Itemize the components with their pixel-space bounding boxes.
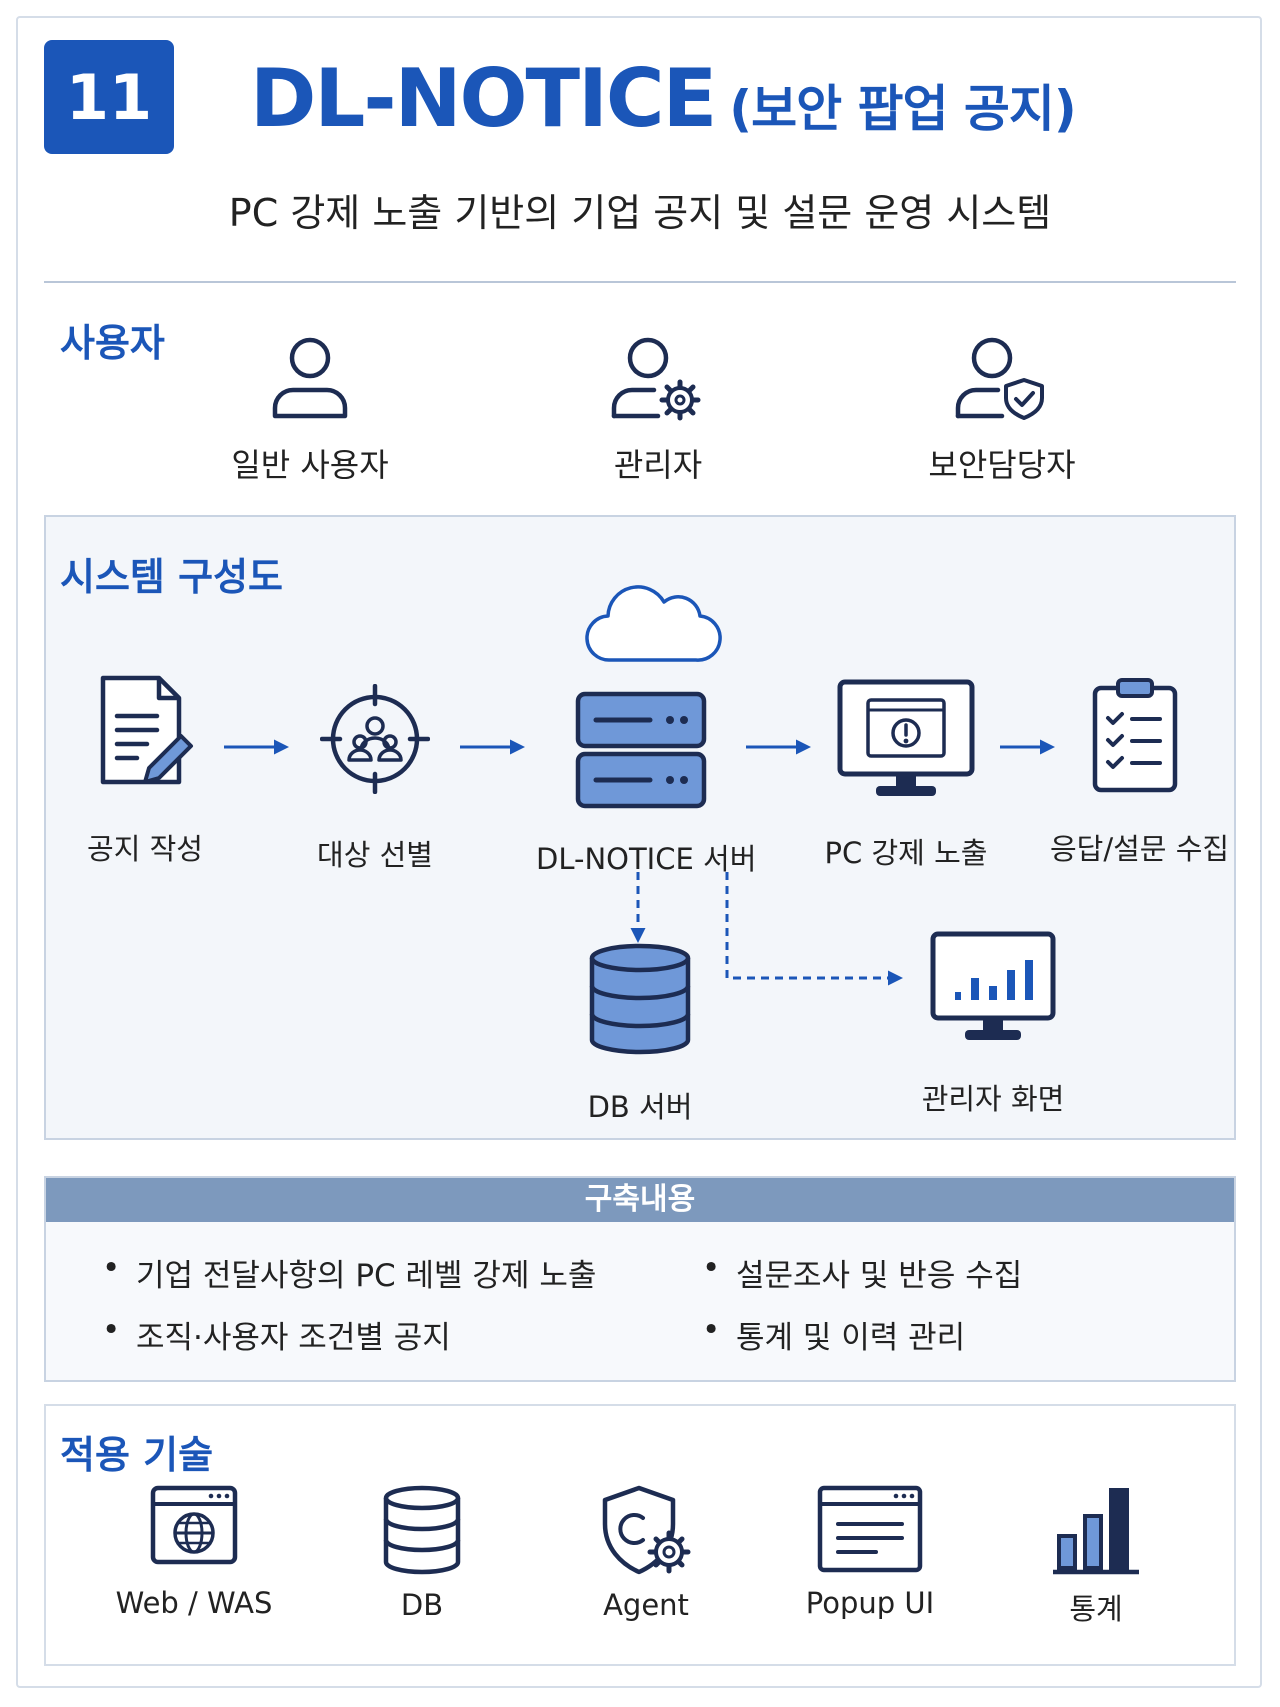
build-contents-title: 구축내용 (46, 1178, 1234, 1222)
tech-item-agent: Agent (536, 1484, 756, 1622)
db-server-label: DB 서버 (587, 1090, 693, 1124)
build-item-4: 통계 및 이력 관리 (702, 1312, 965, 1357)
flow-connectors (224, 739, 1055, 986)
flow-node-server-label: DL-NOTICE 서버 (536, 842, 757, 876)
page-subtitle: PC 강제 노출 기반의 기업 공지 및 설문 운영 시스템 (228, 191, 1052, 235)
tech-item-stats-label: 통계 (1069, 1592, 1123, 1626)
admin-screen-label: 관리자 화면 (921, 1082, 1065, 1116)
document-edit-icon (100, 675, 193, 785)
tech-item-db: DB (312, 1484, 532, 1622)
admin-screen-node: 관리자 화면 (908, 930, 1078, 1118)
shield-gear-icon (602, 1485, 691, 1575)
users-section-title: 사용자 (60, 321, 165, 365)
tech-item-stats: 통계 (986, 1484, 1206, 1628)
user-admin-label: 관리자 (613, 446, 703, 484)
db-server-node: DB 서버 (560, 942, 720, 1126)
flow-node-survey: 응답/설문 수집 (1050, 676, 1230, 868)
monitor-chart-icon (930, 931, 1056, 1040)
user-security-label: 보안담당자 (928, 446, 1076, 484)
user-admin: 관리자 (538, 332, 778, 486)
build-item-2: 설문조사 및 반응 수집 (702, 1250, 1022, 1295)
browser-globe-icon (150, 1485, 238, 1565)
system-section-title: 시스템 구성도 (60, 555, 283, 599)
header-divider (44, 281, 1236, 283)
monitor-alert-icon (837, 679, 975, 796)
user-general-label: 일반 사용자 (231, 446, 389, 484)
flow-node-survey-label: 응답/설문 수집 (1050, 832, 1230, 866)
cloud-icon (585, 585, 722, 662)
database-icon (383, 1485, 461, 1575)
tech-item-popup: Popup UI (760, 1484, 980, 1620)
user-shield-icon (955, 337, 1044, 420)
section-number-badge: 11 (44, 40, 174, 154)
flow-node-server: DL-NOTICE 서버 (536, 690, 757, 878)
flow-node-target-label: 대상 선별 (317, 838, 433, 872)
page-title: DL-NOTICE(보안 팝업 공지) (250, 52, 1077, 145)
flow-node-target: 대상 선별 (290, 683, 460, 874)
arrow-server-to-admin (725, 872, 903, 986)
build-item-3: 조직·사용자 조건별 공지 (102, 1312, 451, 1357)
flow-node-write: 공지 작성 (60, 674, 230, 868)
title-main: DL-NOTICE (250, 52, 717, 145)
tech-item-web: Web / WAS (84, 1484, 304, 1620)
flow-node-pc-label: PC 강제 노출 (824, 836, 988, 870)
target-group-icon (319, 683, 431, 795)
user-icon (272, 337, 348, 419)
title-suffix: (보안 팝업 공지) (729, 80, 1077, 138)
tech-item-agent-label: Agent (603, 1588, 689, 1622)
user-security: 보안담당자 (882, 332, 1122, 486)
tech-section-title: 적용 기술 (60, 1433, 214, 1477)
user-gear-icon (611, 337, 701, 421)
server-icon (575, 691, 707, 809)
clipboard-check-icon (1092, 678, 1178, 793)
page-frame (16, 16, 1262, 1688)
flow-node-pc: PC 강제 노출 (816, 678, 996, 872)
database-icon (589, 943, 691, 1055)
bar-chart-icon (1053, 1488, 1139, 1575)
popup-window-icon (817, 1485, 923, 1573)
build-item-1: 기업 전달사항의 PC 레벨 강제 노출 (102, 1250, 596, 1295)
tech-item-web-label: Web / WAS (115, 1586, 273, 1620)
flow-node-write-label: 공지 작성 (87, 832, 203, 866)
tech-item-db-label: DB (400, 1588, 444, 1622)
user-general: 일반 사용자 (190, 332, 430, 486)
tech-item-popup-label: Popup UI (805, 1586, 935, 1620)
